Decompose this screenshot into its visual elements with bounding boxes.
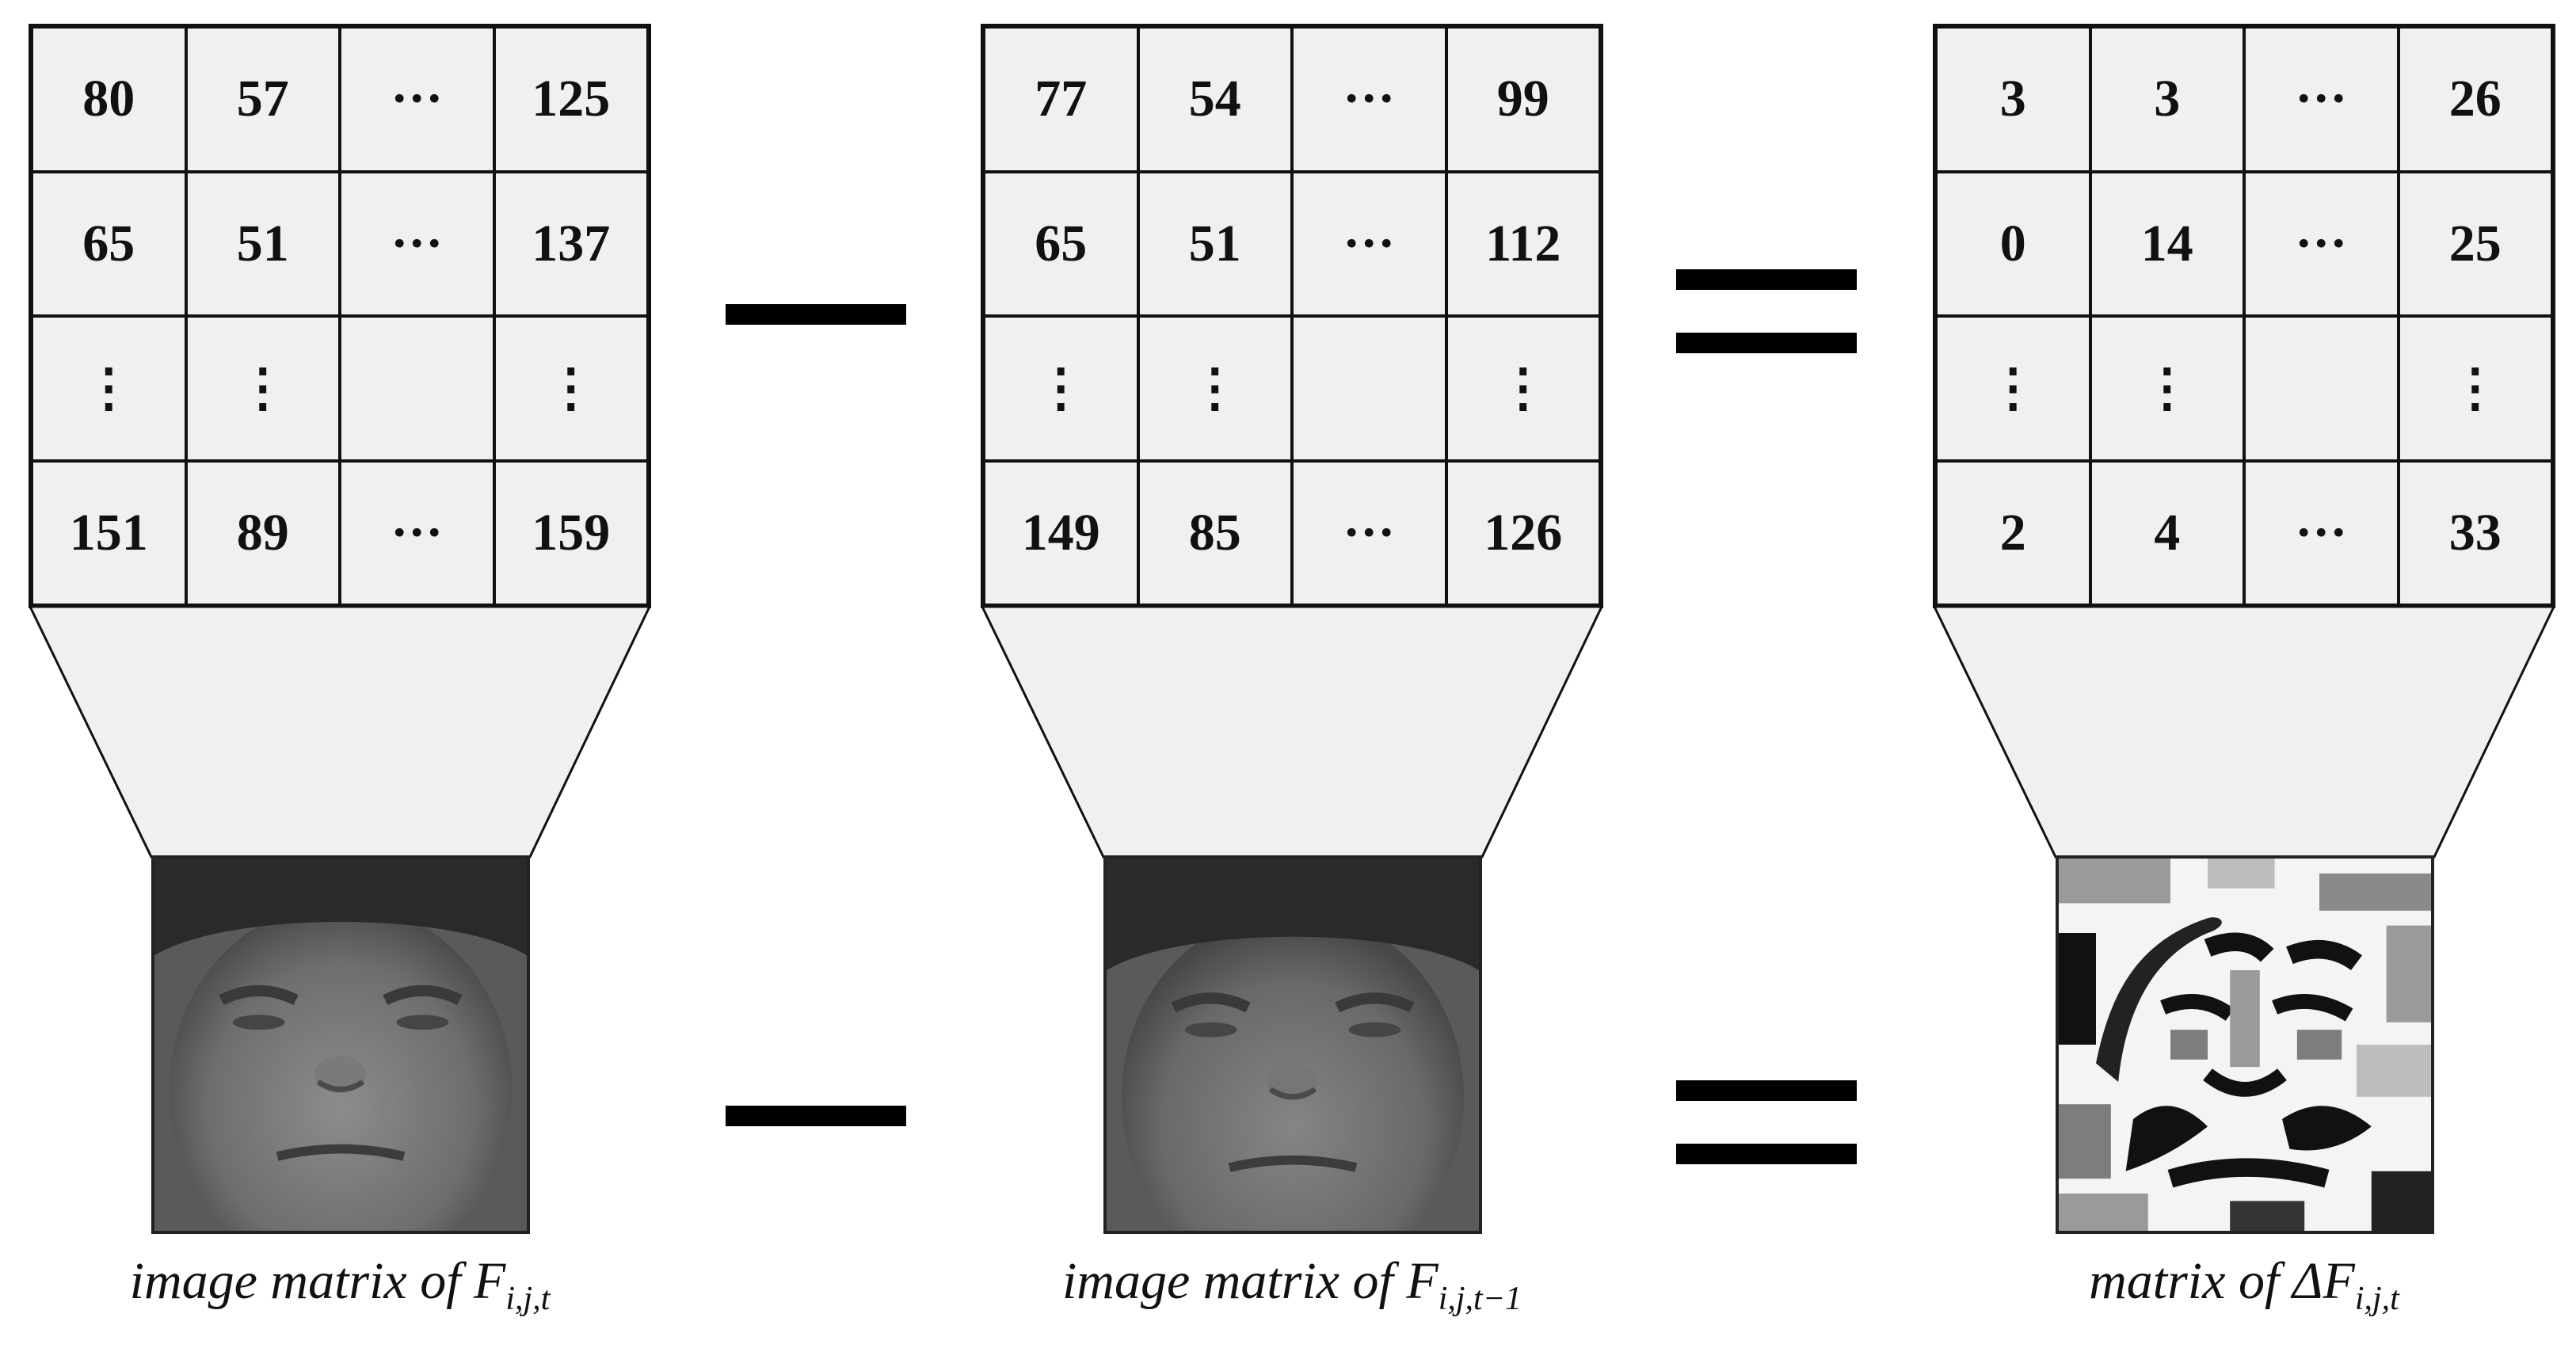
- matrix-cell: 126: [1446, 460, 1600, 605]
- matrix-cell: ⋮: [1446, 316, 1600, 461]
- equals-sign-top-bar1: [1676, 269, 1857, 290]
- caption-current: image matrix of Fi,j,t: [29, 1251, 651, 1318]
- matrix-cell: 159: [493, 460, 648, 605]
- matrix-cell: [2244, 316, 2399, 461]
- matrix-cell: 0: [1936, 171, 2090, 316]
- equals-sign-bottom-bar1: [1676, 1080, 1857, 1101]
- matrix-cell: ···: [340, 27, 494, 172]
- face-photo-previous: [1103, 855, 1482, 1234]
- matrix-cell: ⋮: [2398, 316, 2552, 461]
- matrix-cell: 99: [1446, 27, 1600, 172]
- matrix-cell: 51: [185, 171, 340, 316]
- matrix-cell: 26: [2398, 27, 2552, 172]
- matrix-cell: 3: [2090, 27, 2244, 172]
- image-matrix-difference: 3 3 ··· 26 0 14 ··· 25 ⋮ ⋮ ⋮ 2 4 ··· 33: [1933, 24, 2555, 608]
- matrix-cell: 85: [1137, 460, 1292, 605]
- matrix-cell: 65: [32, 171, 186, 316]
- matrix-cell: 14: [2090, 171, 2244, 316]
- caption-subscript: i,j,t−1: [1438, 1281, 1522, 1317]
- matrix-cell: 149: [984, 460, 1138, 605]
- matrix-cell: ⋮: [1137, 316, 1292, 461]
- matrix-cell: ⋮: [493, 316, 648, 461]
- matrix-cell: 65: [984, 171, 1138, 316]
- matrix-cell: ···: [340, 460, 494, 605]
- zoom-funnel: [980, 605, 1604, 859]
- matrix-cell: 89: [185, 460, 340, 605]
- matrix-cell: ···: [1292, 171, 1446, 316]
- matrix-cell: ⋮: [185, 316, 340, 461]
- image-matrix-current: 80 57 ··· 125 65 51 ··· 137 ⋮ ⋮ ⋮ 151 89…: [29, 24, 651, 608]
- caption-text: matrix of ΔF: [2089, 1252, 2355, 1310]
- matrix-cell: [1292, 316, 1446, 461]
- caption-difference: matrix of ΔFi,j,t: [1933, 1251, 2555, 1318]
- matrix-cell: 80: [32, 27, 186, 172]
- matrix-cell: ···: [2244, 27, 2399, 172]
- matrix-cell: 77: [984, 27, 1138, 172]
- matrix-cell: 54: [1137, 27, 1292, 172]
- caption-previous: image matrix of Fi,j,t−1: [981, 1251, 1603, 1318]
- matrix-cell: 125: [493, 27, 648, 172]
- panel-current-frame: 80 57 ··· 125 65 51 ··· 137 ⋮ ⋮ ⋮ 151 89…: [28, 0, 662, 1348]
- matrix-cell: ⋮: [2090, 316, 2244, 461]
- matrix-cell: ···: [1292, 27, 1446, 172]
- zoom-funnel: [1932, 605, 2556, 859]
- equals-sign-bottom-bar2: [1676, 1144, 1857, 1164]
- equals-sign-top-bar2: [1676, 333, 1857, 353]
- matrix-cell: ⋮: [1936, 316, 2090, 461]
- caption-subscript: i,j,t: [505, 1281, 551, 1317]
- matrix-cell: 151: [32, 460, 186, 605]
- minus-sign-bottom: [726, 1106, 906, 1126]
- matrix-cell: 112: [1446, 171, 1600, 316]
- matrix-cell: 51: [1137, 171, 1292, 316]
- matrix-cell: ···: [2244, 171, 2399, 316]
- face-photo-current: [151, 855, 530, 1234]
- matrix-cell: 25: [2398, 171, 2552, 316]
- minus-sign-top: [726, 304, 906, 325]
- caption-text: image matrix of F: [1061, 1252, 1439, 1310]
- panel-previous-frame: 77 54 ··· 99 65 51 ··· 112 ⋮ ⋮ ⋮ 149 85 …: [980, 0, 1614, 1348]
- panel-difference: 3 3 ··· 26 0 14 ··· 25 ⋮ ⋮ ⋮ 2 4 ··· 33: [1932, 0, 2566, 1348]
- matrix-cell: 57: [185, 27, 340, 172]
- matrix-cell: ⋮: [984, 316, 1138, 461]
- zoom-funnel: [28, 605, 652, 859]
- matrix-cell: 33: [2398, 460, 2552, 605]
- matrix-cell: ⋮: [32, 316, 186, 461]
- caption-text: image matrix of F: [129, 1252, 506, 1310]
- matrix-cell: 2: [1936, 460, 2090, 605]
- matrix-cell: ···: [2244, 460, 2399, 605]
- difference-map-image: [2056, 855, 2434, 1234]
- matrix-cell: [340, 316, 494, 461]
- matrix-cell: ···: [1292, 460, 1446, 605]
- caption-subscript: i,j,t: [2354, 1281, 2399, 1317]
- image-matrix-previous: 77 54 ··· 99 65 51 ··· 112 ⋮ ⋮ ⋮ 149 85 …: [981, 24, 1603, 608]
- matrix-cell: ···: [340, 171, 494, 316]
- matrix-cell: 4: [2090, 460, 2244, 605]
- matrix-cell: 137: [493, 171, 648, 316]
- matrix-cell: 3: [1936, 27, 2090, 172]
